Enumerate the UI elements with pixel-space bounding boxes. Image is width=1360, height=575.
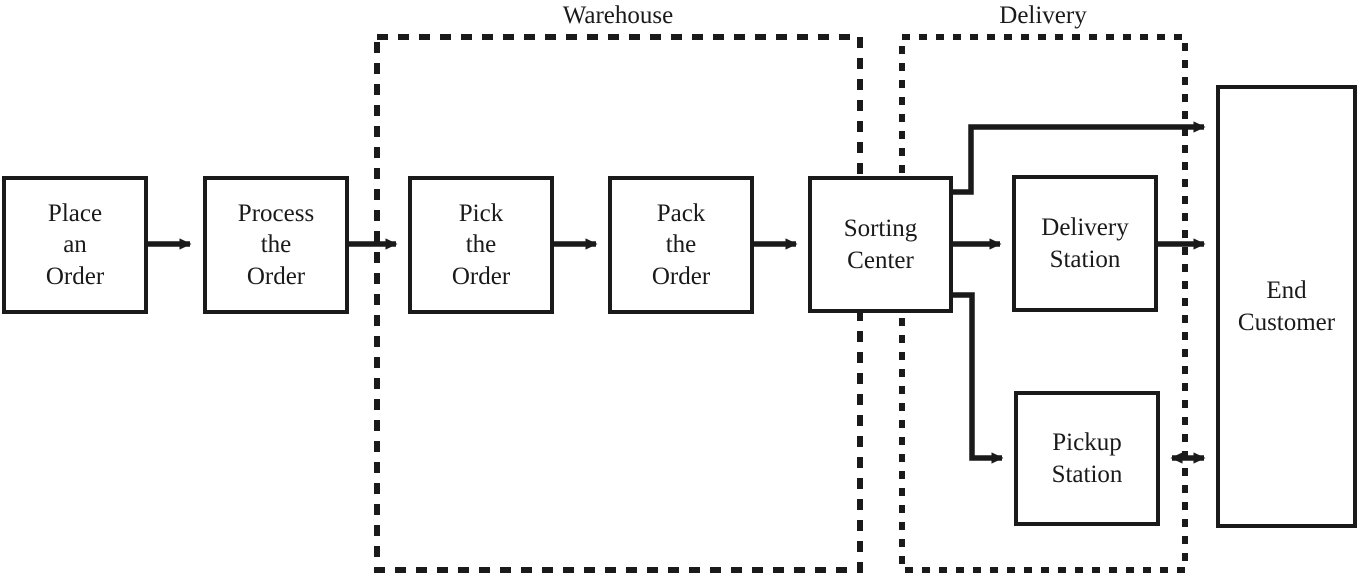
node-pack-the-order-label: Pack the Order (651, 199, 711, 290)
node-pickup-station-label: Pickup Station (1051, 429, 1123, 488)
node-place-an-order-label: Place an Order (45, 199, 105, 290)
connector-sorting-to-pickup-station (953, 292, 1004, 464)
warehouse-zone-label: Warehouse (562, 2, 674, 29)
node-pickup-station[interactable]: Pickup Station (1014, 391, 1160, 526)
node-end-customer-label: End Customer (1237, 277, 1336, 336)
warehouse-zone-boundary (374, 34, 863, 573)
node-sorting-center[interactable]: Sorting Center (808, 176, 953, 313)
node-pack-the-order[interactable]: Pack the Order (608, 176, 754, 314)
node-place-an-order[interactable]: Place an Order (2, 176, 148, 314)
node-pick-the-order-label: Pick the Order (451, 199, 511, 290)
node-end-customer[interactable]: End Customer (1216, 85, 1357, 528)
connector-sorting-to-end-customer (953, 121, 1206, 195)
node-delivery-station-label: Delivery Station (1041, 214, 1129, 273)
node-process-the-order[interactable]: Process the Order (203, 176, 349, 314)
node-delivery-station[interactable]: Delivery Station (1012, 175, 1158, 312)
node-process-the-order-label: Process the Order (237, 199, 315, 290)
node-sorting-center-label: Sorting Center (843, 215, 918, 274)
delivery-zone-label: Delivery (999, 2, 1087, 29)
node-pick-the-order[interactable]: Pick the Order (408, 176, 554, 314)
